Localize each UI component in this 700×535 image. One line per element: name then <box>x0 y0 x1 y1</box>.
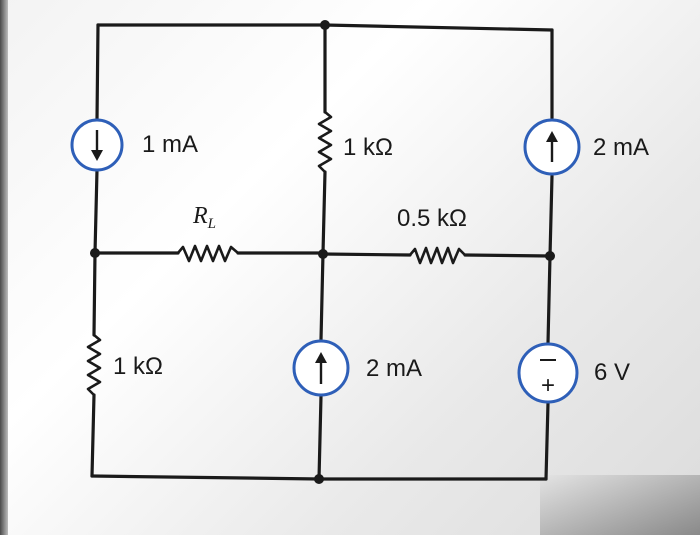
wire-left-lower-a <box>92 251 97 337</box>
label-2ma-top: 2 mA <box>593 134 649 161</box>
resistor-rl <box>177 244 239 263</box>
wire-mid-upper-b <box>321 170 327 255</box>
wire-right-lower-a <box>546 254 552 345</box>
resistors <box>86 111 466 396</box>
wire-left-lower-b <box>90 393 96 478</box>
wire-left-upper-b <box>93 168 99 255</box>
resistor-left-bottom <box>86 334 102 396</box>
label-1ma: 1 mA <box>142 131 198 158</box>
voltage-source-ring <box>517 342 579 404</box>
resistor-mid-right <box>409 246 466 265</box>
label-rl-main: R <box>192 203 208 229</box>
current-source-left-top <box>70 118 124 172</box>
label-2ma-bottom: 2 mA <box>366 355 422 382</box>
wire-right-upper-b <box>548 174 554 258</box>
wire-mid-lower-b <box>317 394 323 481</box>
label-6v: 6 V <box>594 359 630 386</box>
wire-mid-rail-c <box>321 252 412 257</box>
label-1kohm-top: 1 kΩ <box>343 134 393 161</box>
wire-mid-rail-d <box>463 253 552 258</box>
wire-right-lower-b <box>544 401 550 481</box>
node-mid-left <box>90 248 100 258</box>
arrow-down-head-icon <box>91 150 103 161</box>
junction-nodes <box>90 20 555 484</box>
label-rl-sub: L <box>207 216 216 232</box>
node-bottom-mid <box>314 474 324 484</box>
node-mid-right <box>545 251 555 261</box>
current-source-mid-bottom <box>292 339 350 397</box>
wire-mid-lower-a <box>319 251 325 342</box>
label-0-5kohm: 0.5 kΩ <box>397 205 467 232</box>
node-center <box>318 249 328 259</box>
arrow-up-head-icon <box>315 352 327 363</box>
arrow-up-head-icon <box>546 131 558 142</box>
current-source-right-top <box>523 118 581 176</box>
wire-left-upper-a <box>95 23 100 122</box>
label-rl: RL <box>192 203 216 232</box>
label-1kohm-bottom: 1 kΩ <box>113 353 163 380</box>
resistor-mid-top <box>317 111 333 173</box>
voltage-source-plus-sign: + <box>541 372 555 399</box>
node-top-mid <box>320 20 330 30</box>
voltage-source-right-bottom: + <box>517 342 579 404</box>
labels: 1 mA 1 kΩ 2 mA RL 0.5 kΩ 1 kΩ 2 mA 6 V <box>113 131 649 386</box>
